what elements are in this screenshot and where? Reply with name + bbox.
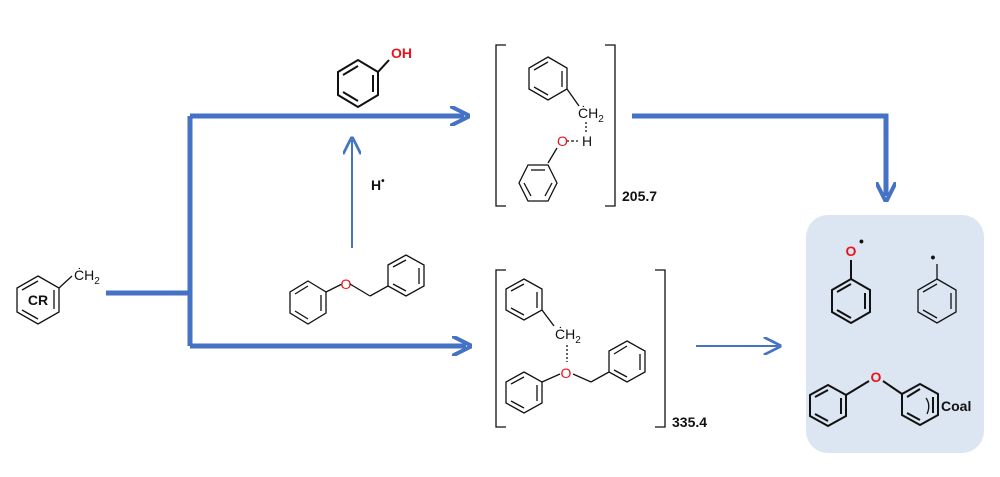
lower-transition-state: ĊH2 O 335.4: [495, 269, 707, 430]
upper-ts-ch2-label: ĊH2: [578, 104, 604, 125]
products: O • • O: [809, 233, 971, 428]
product-box: [806, 215, 984, 453]
coal-label: Coal: [941, 398, 971, 414]
h-radical-label: H•: [371, 176, 385, 193]
benzyl-phenyl-ether: O: [289, 254, 425, 325]
phenoxy-radical: O •: [831, 233, 871, 325]
svg-text:•: •: [859, 233, 864, 249]
lower-ts-ch2-label: ĊH2: [555, 325, 581, 346]
reactant-coal-radical: CR ĊH2: [16, 266, 100, 325]
upper-transition-state: ĊH2 H O 205.7: [495, 44, 657, 207]
upper-ts-h-label: H: [582, 133, 592, 149]
upper-ts-o-label: O: [557, 133, 568, 149]
lower-ts-o-label: O: [561, 365, 572, 381]
product-ether-o-label: O: [871, 369, 882, 385]
lower-ts-energy: 335.4: [672, 414, 707, 430]
arrow-upper-ts-to-products: [632, 113, 886, 196]
phenol-molecule: OH: [337, 45, 412, 109]
coal-bound-ether: O Coal: [809, 369, 971, 428]
reaction-arrows: [106, 116, 886, 346]
ether-oxygen-label: O: [341, 276, 352, 292]
phenoxy-o-label: O: [846, 243, 857, 259]
reactant-ch2-label: ĊH2: [74, 266, 100, 287]
phenol-oh-label: OH: [391, 45, 412, 61]
upper-ts-energy: 205.7: [622, 188, 657, 204]
benzyl-radical: •: [917, 249, 957, 324]
reactant-ring-label: CR: [28, 292, 48, 308]
svg-text:•: •: [931, 249, 936, 265]
